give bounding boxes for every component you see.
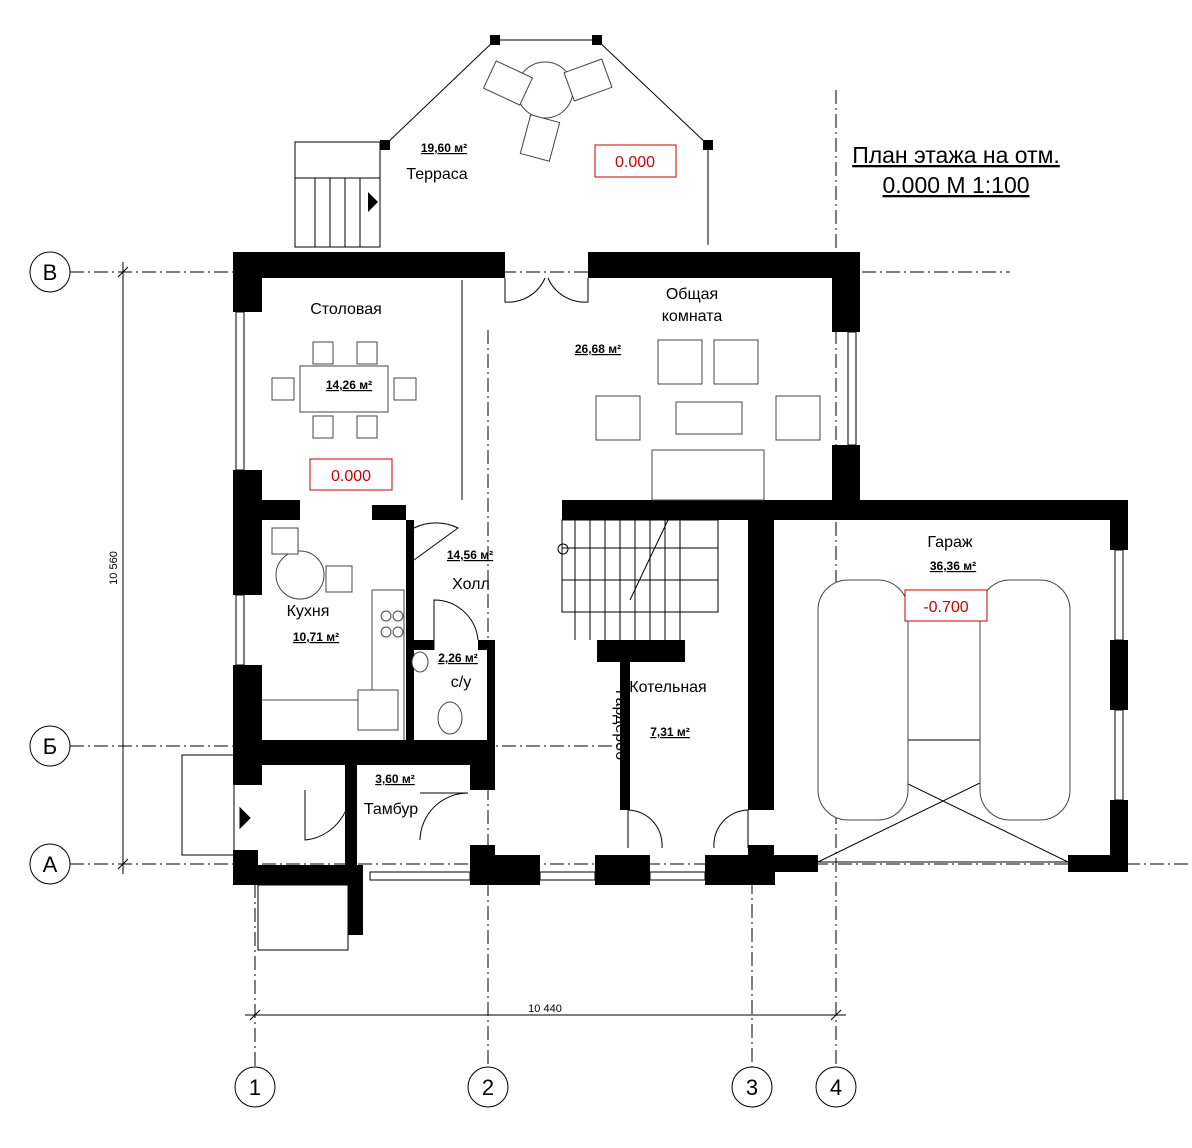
room-kitchen: Кухня 10,71 м² xyxy=(287,603,340,644)
svg-text:Гардероб: Гардероб xyxy=(612,690,629,760)
svg-text:0.000 М 1:100: 0.000 М 1:100 xyxy=(882,172,1029,198)
svg-text:10,71 м²: 10,71 м² xyxy=(293,630,339,644)
room-dining: Столовая 14,26 м² xyxy=(310,301,382,392)
dimension-horizontal: 10 440 xyxy=(245,1003,846,1021)
svg-text:3,60 м²: 3,60 м² xyxy=(375,772,415,786)
level-mark-terrace: 0.000 xyxy=(594,144,677,178)
axis-marker-col-2: 2 xyxy=(467,1066,509,1108)
svg-text:Холл: Холл xyxy=(452,576,490,593)
terrace xyxy=(294,35,713,248)
room-vestibule: 3,60 м² Тамбур xyxy=(364,772,418,818)
svg-text:План этажа на отм.: План этажа на отм. xyxy=(852,142,1060,168)
svg-text:-0.700: -0.700 xyxy=(923,599,968,616)
room-hall: 14,56 м² Холл xyxy=(447,548,493,593)
svg-text:7,31 м²: 7,31 м² xyxy=(650,725,690,739)
furniture xyxy=(262,339,1071,821)
axis-marker-row-a: А xyxy=(29,843,71,885)
svg-text:19,60 м²: 19,60 м² xyxy=(421,141,467,155)
svg-text:26,68 м²: 26,68 м² xyxy=(575,342,621,356)
svg-text:0.000: 0.000 xyxy=(331,468,371,485)
main-stairs xyxy=(557,519,719,640)
room-boiler: Котельная 7,31 м² xyxy=(629,679,706,739)
svg-text:2: 2 xyxy=(482,1075,494,1100)
room-garage: Гараж 36,36 м² xyxy=(927,534,976,573)
svg-text:В: В xyxy=(43,260,58,285)
svg-text:Б: Б xyxy=(43,734,57,759)
svg-text:10 560: 10 560 xyxy=(108,551,120,585)
terrace-stairs xyxy=(294,141,381,248)
svg-text:14,26 м²: 14,26 м² xyxy=(326,378,372,392)
axis-marker-col-1: 1 xyxy=(234,1066,276,1108)
level-mark-dining: 0.000 xyxy=(309,458,393,491)
room-wardrobe: Гардероб xyxy=(612,690,629,760)
walls xyxy=(233,252,1128,935)
svg-text:Тамбур: Тамбур xyxy=(364,801,418,818)
axis-marker-row-v: В xyxy=(29,251,71,293)
room-living: Общая комната 26,68 м² xyxy=(575,286,722,356)
svg-text:10 440: 10 440 xyxy=(528,1003,562,1015)
svg-text:2,26 м²: 2,26 м² xyxy=(438,651,478,665)
entrance-stairs xyxy=(181,754,349,951)
plan-title: План этажа на отм. 0.000 М 1:100 xyxy=(852,142,1060,198)
axis-marker-col-3: 3 xyxy=(731,1066,773,1108)
svg-text:4: 4 xyxy=(830,1075,842,1100)
svg-text:Терраса: Терраса xyxy=(406,166,467,183)
svg-text:14,56 м²: 14,56 м² xyxy=(447,548,493,562)
axis-marker-row-b: Б xyxy=(29,725,71,767)
svg-text:Столовая: Столовая xyxy=(310,301,382,318)
svg-text:1: 1 xyxy=(249,1075,261,1100)
terrace-table xyxy=(482,58,613,162)
svg-text:0.000: 0.000 xyxy=(615,154,655,171)
svg-text:Кухня: Кухня xyxy=(287,603,330,620)
room-terrace: 19,60 м² Терраса xyxy=(406,141,467,183)
svg-text:Гараж: Гараж xyxy=(927,534,972,551)
svg-text:36,36 м²: 36,36 м² xyxy=(930,559,976,573)
room-wc: 2,26 м² с/у xyxy=(438,651,478,691)
svg-text:Котельная: Котельная xyxy=(629,679,706,696)
svg-text:Общая: Общая xyxy=(666,286,718,303)
dimension-vertical: 10 560 xyxy=(108,262,129,874)
svg-text:А: А xyxy=(43,852,58,877)
axis-marker-col-4: 4 xyxy=(815,1066,857,1108)
svg-text:комната: комната xyxy=(662,308,723,325)
level-mark-garage: -0.700 xyxy=(904,589,988,622)
svg-text:3: 3 xyxy=(746,1075,758,1100)
svg-text:с/у: с/у xyxy=(451,674,471,691)
